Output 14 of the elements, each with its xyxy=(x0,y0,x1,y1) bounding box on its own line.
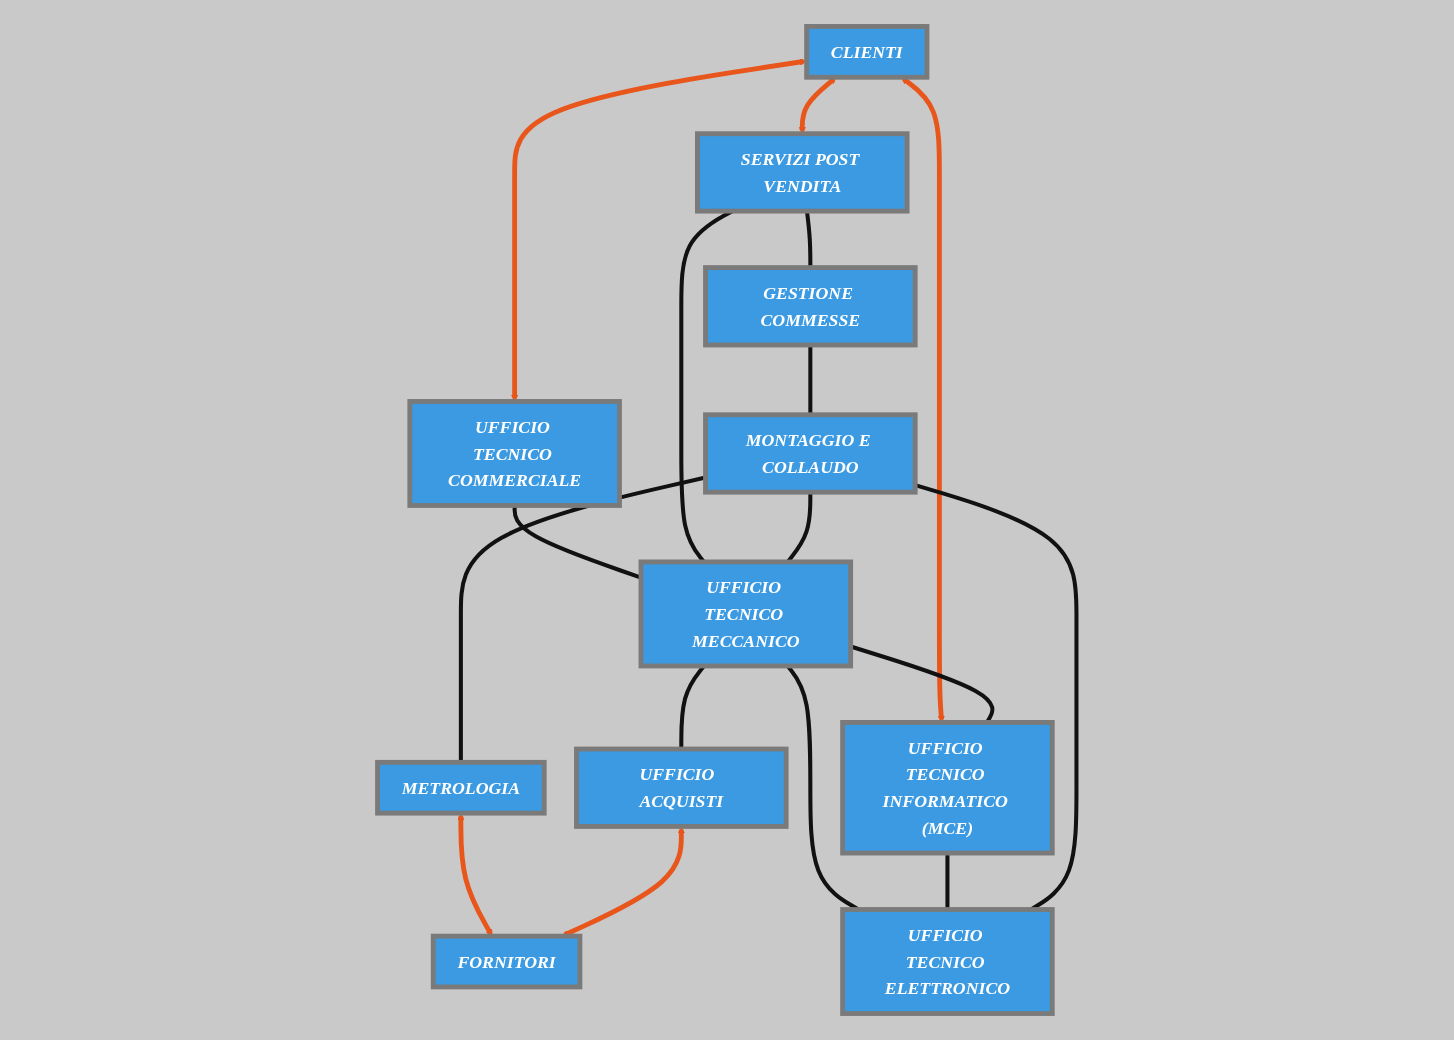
arrow xyxy=(457,813,493,937)
node-box: CLIENTI xyxy=(804,24,930,80)
node-box: FORNITORI xyxy=(430,933,583,990)
connector xyxy=(512,505,642,580)
node-box: UFFICIO TECNICO ELETTRONICO xyxy=(840,907,1055,1016)
node-box: MONTAGGIO E COLLAUDO xyxy=(703,412,918,495)
connector xyxy=(808,345,813,415)
node-box: UFFICIO TECNICO COMMERCIALE xyxy=(407,399,622,508)
node-box: GESTIONE COMMESSE xyxy=(703,265,918,348)
node-box: METROLOGIA xyxy=(375,759,547,816)
node-box: UFFICIO ACQUISTI xyxy=(574,746,789,829)
node-box: UFFICIO TECNICO MECCANICO xyxy=(638,559,854,669)
node-box: SERVIZI POST VENDITA xyxy=(695,131,910,214)
node-box: UFFICIO TECNICO INFORMATICO (MCE) xyxy=(840,720,1055,856)
